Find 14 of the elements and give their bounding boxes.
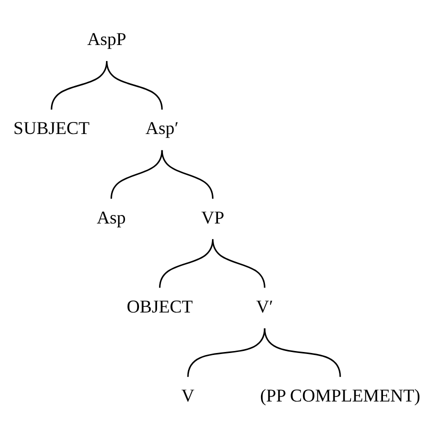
node-text: V′ — [256, 296, 274, 316]
connector — [106, 61, 163, 110]
node-text: Asp — [96, 207, 126, 228]
node-text: SUBJECT — [13, 118, 90, 138]
node-text: (PP COMPLEMENT) — [260, 385, 420, 406]
node-text: VP — [201, 207, 224, 228]
connector — [264, 328, 341, 378]
node-text: OBJECT — [126, 296, 193, 316]
connector — [212, 239, 266, 288]
connector — [161, 150, 214, 199]
node-text: V — [181, 385, 194, 406]
node-text: Asp′ — [146, 118, 179, 138]
node-text: AspP — [87, 29, 126, 50]
connector — [110, 150, 163, 199]
